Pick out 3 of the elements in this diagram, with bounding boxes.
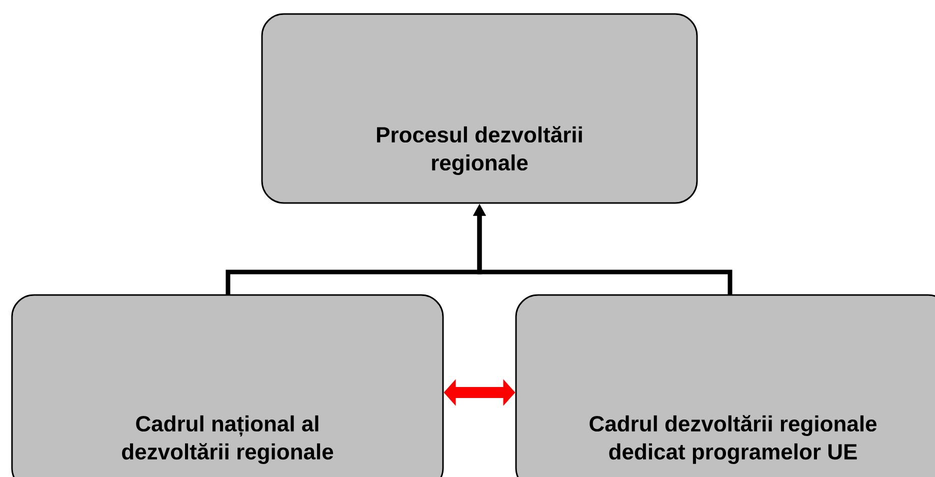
rounded-box: Cadrul național al dezvoltării regionale (11, 294, 444, 477)
rounded-box: Procesul dezvoltării regionale (261, 13, 698, 204)
rounded-box: Cadrul dezvoltării regionale dedicat programelor UE (515, 294, 935, 477)
